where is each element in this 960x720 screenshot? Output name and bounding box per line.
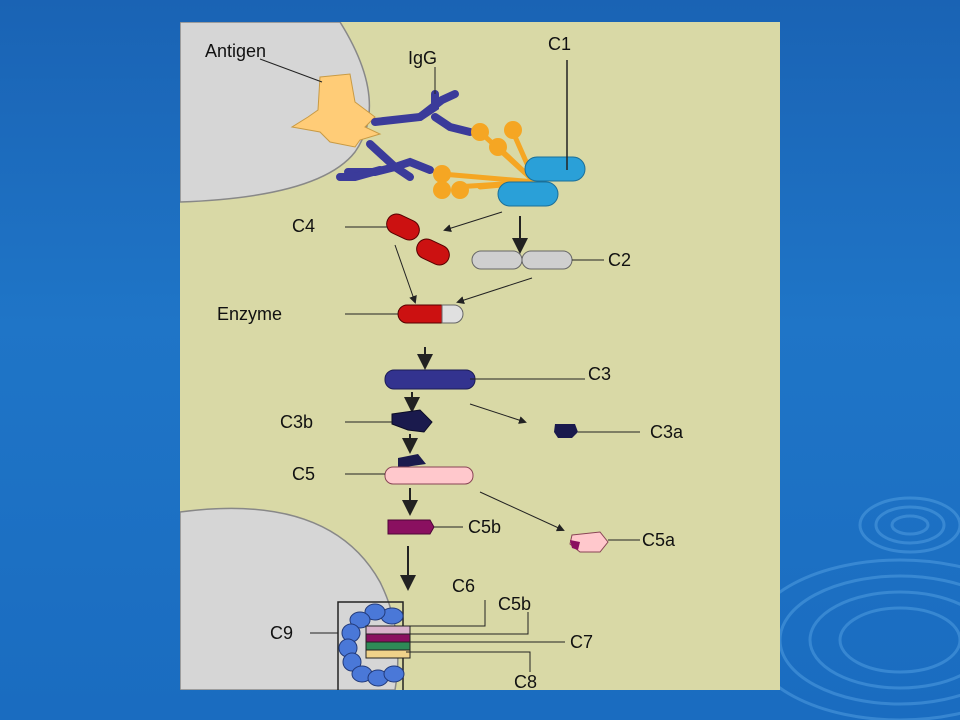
igg-antibody-upper xyxy=(371,90,474,136)
mac-c5b-band xyxy=(365,633,411,643)
antigen-label: Antigen xyxy=(205,41,266,61)
c8-pointer xyxy=(406,651,531,672)
c5-label: C5 xyxy=(292,464,315,484)
upper-cell xyxy=(180,22,371,203)
mac-c6-band xyxy=(365,625,411,635)
c3a-molecule xyxy=(554,424,578,438)
c5-to-c5a-arrow xyxy=(479,491,565,532)
c5b-complex-pointer xyxy=(404,612,529,635)
c1-to-c4-arrow xyxy=(443,211,503,233)
ripple-decoration xyxy=(748,496,960,720)
c2-molecule xyxy=(471,250,573,270)
c4-to-enzyme-arrow xyxy=(394,244,417,304)
mac-c8-band xyxy=(365,649,411,659)
diagram-panel: Antigen IgG C1 xyxy=(180,22,780,690)
c1-label: C1 xyxy=(548,34,571,54)
antigen-pointer xyxy=(259,58,323,83)
complement-pathway-diagram: Antigen IgG C1 xyxy=(180,22,684,690)
antigen-shape xyxy=(290,73,382,148)
c3a-label: C3a xyxy=(650,422,684,442)
c9-label: C9 xyxy=(270,623,293,643)
c7-label: C7 xyxy=(570,632,593,652)
c5b-complex-label: C5b xyxy=(498,594,531,614)
c5b-label: C5b xyxy=(468,517,501,537)
c3-to-c3a-arrow xyxy=(469,403,527,424)
enzyme-molecule xyxy=(397,304,464,324)
c5a-tip xyxy=(570,540,580,550)
c6-pointer xyxy=(400,600,486,627)
c4-molecule xyxy=(386,213,450,266)
c4-label: C4 xyxy=(292,216,315,236)
enzyme-label: Enzyme xyxy=(217,304,282,324)
mac-ring xyxy=(338,603,405,687)
mac-pointers xyxy=(310,600,565,672)
c5-molecule xyxy=(384,466,474,485)
c5a-molecule xyxy=(569,531,609,553)
c8-label: C8 xyxy=(514,672,537,690)
igg-antibody-lower xyxy=(336,140,434,181)
c2-to-enzyme-arrow xyxy=(456,277,533,304)
c3b-molecule xyxy=(391,409,433,433)
c2-label: C2 xyxy=(608,250,631,270)
mac-c7-band xyxy=(365,641,411,651)
c3-label: C3 xyxy=(588,364,611,384)
c3-molecule xyxy=(384,369,476,390)
c1-complex xyxy=(433,121,586,207)
c3b-bound-c5 xyxy=(398,454,426,468)
c5a-label: C5a xyxy=(642,530,676,550)
lower-cell xyxy=(180,507,399,690)
igg-label: IgG xyxy=(408,48,437,68)
c5b-molecule xyxy=(387,519,435,535)
c3b-label: C3b xyxy=(280,412,313,432)
c6-label: C6 xyxy=(452,576,475,596)
